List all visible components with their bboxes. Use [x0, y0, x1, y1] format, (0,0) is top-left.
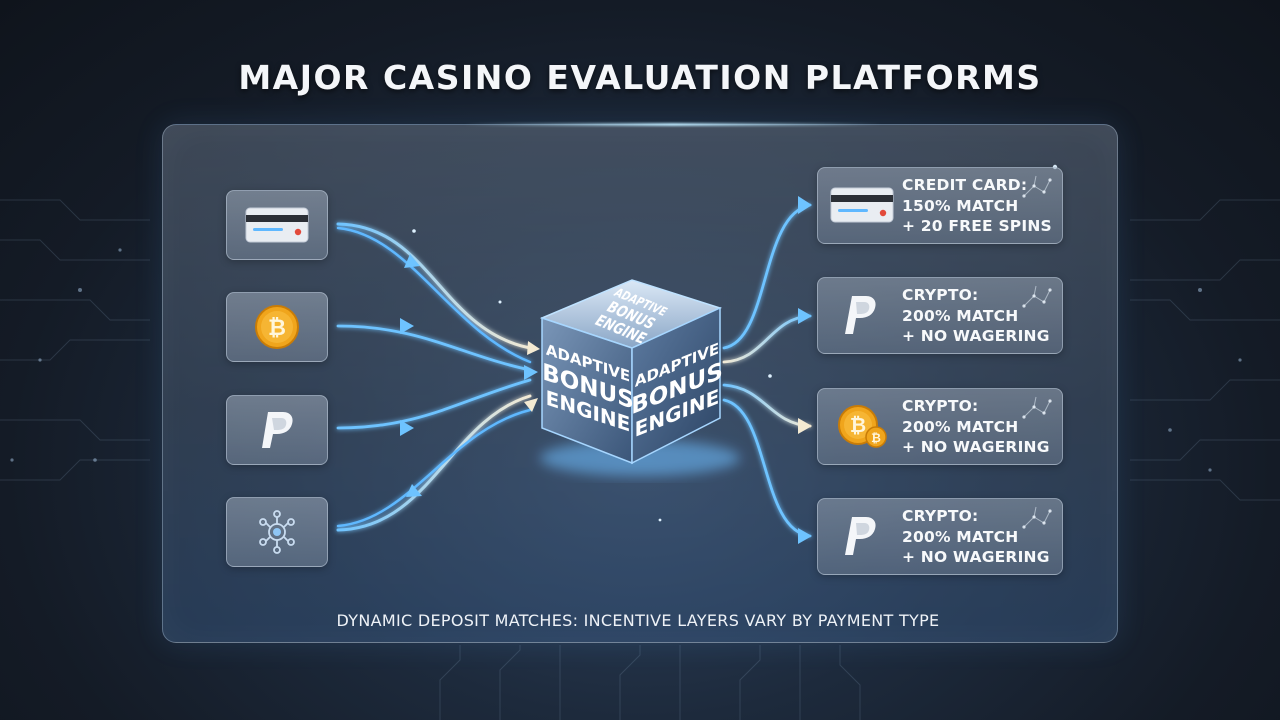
flow-out-4 — [722, 398, 812, 538]
paypal-icon — [845, 517, 876, 555]
node-decoration-icon — [1022, 285, 1052, 308]
output-bitcoin: ₿ ₿ CRYPTO: 200% MATCH + NO WAGERING — [817, 388, 1063, 465]
output-1-text: CREDIT CARD: 150% MATCH + 20 FREE SPINS — [902, 176, 1052, 235]
panel-glow — [463, 123, 883, 126]
credit-card-icon — [245, 207, 309, 243]
flow-card-2 — [336, 226, 532, 364]
flow-out-1 — [722, 203, 812, 350]
flow-net-1 — [336, 394, 532, 532]
output-3-text: CRYPTO: 200% MATCH + NO WAGERING — [902, 397, 1050, 456]
adaptive-bonus-engine-cube: ADAPTIVE BONUS ENGINE ADAPTIVE BONUS ENG… — [520, 268, 760, 483]
svg-text:₿: ₿ — [268, 316, 286, 341]
arrowheads — [400, 196, 812, 544]
output-paypal-1: CRYPTO: 200% MATCH + NO WAGERING — [817, 277, 1063, 354]
source-credit-card — [226, 190, 328, 260]
node-decoration-icon — [1022, 175, 1052, 198]
source-paypal — [226, 395, 328, 465]
paypal-icon — [262, 412, 293, 448]
output-credit-card: CREDIT CARD: 150% MATCH + 20 FREE SPINS — [817, 167, 1063, 244]
paypal-icon — [845, 296, 876, 334]
flow-net-2 — [336, 408, 532, 528]
flow-card-1 — [336, 222, 532, 350]
crypto-network-icon — [259, 510, 295, 554]
source-bitcoin: ₿ — [226, 292, 328, 362]
diagram-caption: DYNAMIC DEPOSIT MATCHES: INCENTIVE LAYER… — [336, 611, 940, 630]
node-decoration-icon — [1022, 506, 1052, 529]
bitcoin-coins-icon: ₿ ₿ — [838, 405, 887, 448]
node-decoration-icon — [1022, 396, 1052, 419]
page-title: MAJOR CASINO EVALUATION PLATFORMS — [238, 58, 1042, 97]
flow-pp — [336, 378, 532, 430]
flow-btc — [336, 324, 532, 372]
svg-text:₿: ₿ — [871, 431, 881, 445]
source-crypto-network — [226, 497, 328, 567]
svg-text:₿: ₿ — [850, 413, 866, 437]
output-2-text: CRYPTO: 200% MATCH + NO WAGERING — [902, 286, 1050, 345]
output-paypal-2: CRYPTO: 200% MATCH + NO WAGERING — [817, 498, 1063, 575]
output-4-text: CRYPTO: 200% MATCH + NO WAGERING — [902, 507, 1050, 566]
credit-card-icon — [830, 187, 894, 223]
flow-out-2 — [722, 314, 812, 364]
bitcoin-icon: ₿ — [255, 305, 299, 349]
